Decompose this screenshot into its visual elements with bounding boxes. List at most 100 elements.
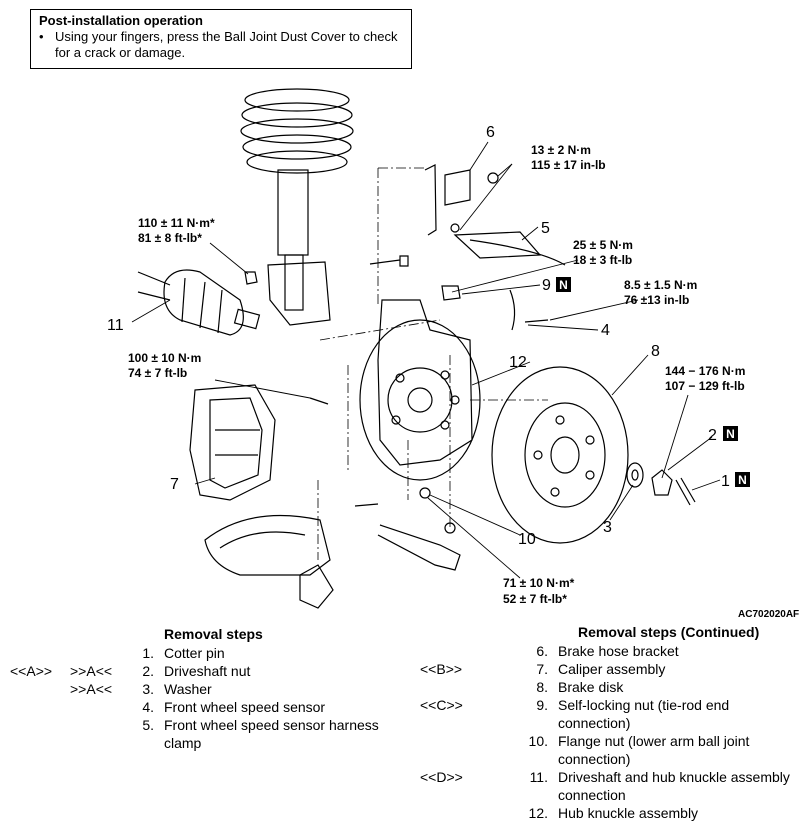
torque-11-metric: 110 ± 11 N·m* [138,216,215,230]
installation-ref [10,698,70,716]
step-number: 9. [536,697,548,713]
torque-10-imperial: 52 ± 7 ft-lb* [503,592,567,606]
step-text: Washer [164,681,212,697]
callout-4: 4 [601,322,610,339]
note-text: Using your fingers, press the Ball Joint… [55,29,398,60]
step-number: 4. [142,699,154,715]
removal-ref [70,716,130,752]
installation-ref: <<B>> [420,661,463,677]
step-number: 11. [529,769,548,785]
n-badge-9: N [556,277,571,292]
torque-4-imperial: 76 ±13 in-lb [624,293,689,307]
caliper-illustration [189,384,276,501]
torque-7-imperial: 74 ± 7 ft-lb [128,366,187,380]
exploded-view-diagram: 6 5 9 4 11 12 8 2 1 7 3 10 N N N 13 ± 2 … [107,88,799,620]
step-number: 6. [536,643,548,659]
list-item: <<B>> 7. Caliper assembly [420,660,800,678]
step-text: Brake disk [558,679,624,695]
coil-spring-illustration [240,88,354,174]
step-number: 12. [528,805,548,821]
callout-6: 6 [486,124,495,141]
installation-ref: <<C>> [420,697,463,713]
step-text: Cotter pin [164,645,225,661]
step-number: 7. [536,661,548,677]
callout-7: 7 [170,476,179,493]
step-text: Self-locking nut (tie-rod end connection… [558,697,730,731]
list-item: 12. Hub knuckle assembly [420,804,800,822]
brake-hose-bracket-illustration [424,164,566,266]
installation-ref [420,804,524,822]
list-item: <<A>> >>A<< 2. Driveshaft nut [10,662,400,680]
torque-6-metric: 13 ± 2 N·m [531,143,591,157]
step-text: Front wheel speed sensor harness clamp [164,717,379,751]
post-installation-note: Post-installation operation • Using your… [30,9,412,69]
callout-11: 11 [107,317,124,334]
tie-rod-illustration [377,522,461,571]
torque-2-imperial: 107 − 129 ft-lb [665,379,745,393]
removal-ref: >>A<< [70,663,113,679]
n-badge-1-label: N [738,473,747,487]
torque-9-metric: 25 ± 5 N·m [573,238,633,252]
torque-9-imperial: 18 ± 3 ft-lb [573,253,632,267]
hub-hardware-illustration [626,462,696,506]
step-text: Caliper assembly [558,661,666,677]
torque-4-metric: 8.5 ± 1.5 N·m [624,278,697,292]
torque-11-imperial: 81 ± 8 ft-lb* [138,231,202,245]
step-number: 2. [142,663,154,679]
step-number: 1. [142,645,154,661]
installation-ref [10,680,70,698]
removal-ref [70,644,130,662]
step-number: 10. [528,733,548,749]
installation-ref [10,644,70,662]
n-badge-9-label: N [559,278,568,292]
installation-ref [420,678,524,696]
step-text: Driveshaft and hub knuckle assembly conn… [558,769,790,803]
callout-2: 2 [708,427,717,444]
installation-ref: <<A>> [10,663,53,679]
brake-disk-illustration [491,366,629,544]
n-badge-2: N [723,426,738,441]
note-bullet: • [39,29,44,44]
n-badge-2-label: N [726,427,735,441]
lower-arm-illustration [204,514,334,609]
list-item: 1. Cotter pin [10,644,400,662]
callout-3: 3 [603,519,612,536]
step-text: Driveshaft nut [164,663,251,679]
driveshaft-illustration [137,269,261,336]
torque-2-metric: 144 − 176 N·m [665,364,745,378]
callout-8: 8 [651,343,660,360]
strut-illustration [267,169,331,326]
list-item: 10. Flange nut (lower arm ball joint con… [420,732,800,768]
removal-ref: >>A<< [70,681,113,697]
removal-steps-left: Removal steps 1. Cotter pin <<A>> >>A<< … [10,625,400,752]
step-number: 5. [142,717,154,733]
list-item: <<C>> 9. Self-locking nut (tie-rod end c… [420,696,800,732]
figure-code: AC702020AF [738,609,799,620]
note-bullet-line: • Using your fingers, press the Ball Joi… [39,29,403,61]
removal-steps-continued-header: Removal steps (Continued) [578,624,760,640]
step-number: 3. [142,681,154,697]
n-badge-1: N [735,472,750,487]
list-item: 4. Front wheel speed sensor [10,698,400,716]
bolts-illustration [244,255,549,507]
step-text: Brake hose bracket [558,643,679,659]
step-text: Front wheel speed sensor [164,699,326,715]
hub-knuckle-illustration [359,299,481,481]
list-item: >>A<< 3. Washer [10,680,400,698]
callout-10: 10 [518,531,536,548]
removal-steps-header: Removal steps [164,626,263,642]
callout-1: 1 [721,473,730,490]
installation-ref [420,732,524,768]
step-number: 8. [536,679,548,695]
callout-12: 12 [509,354,527,371]
installation-ref [420,642,524,660]
list-item: 5. Front wheel speed sensor harness clam… [10,716,400,752]
callout-9: 9 [542,277,551,294]
note-title: Post-installation operation [39,13,203,28]
callout-leader-lines [131,141,721,579]
callout-5: 5 [541,220,550,237]
torque-10-metric: 71 ± 10 N·m* [503,576,575,590]
list-item: 8. Brake disk [420,678,800,696]
installation-ref [10,716,70,752]
assembly-guide-lines [317,167,548,560]
